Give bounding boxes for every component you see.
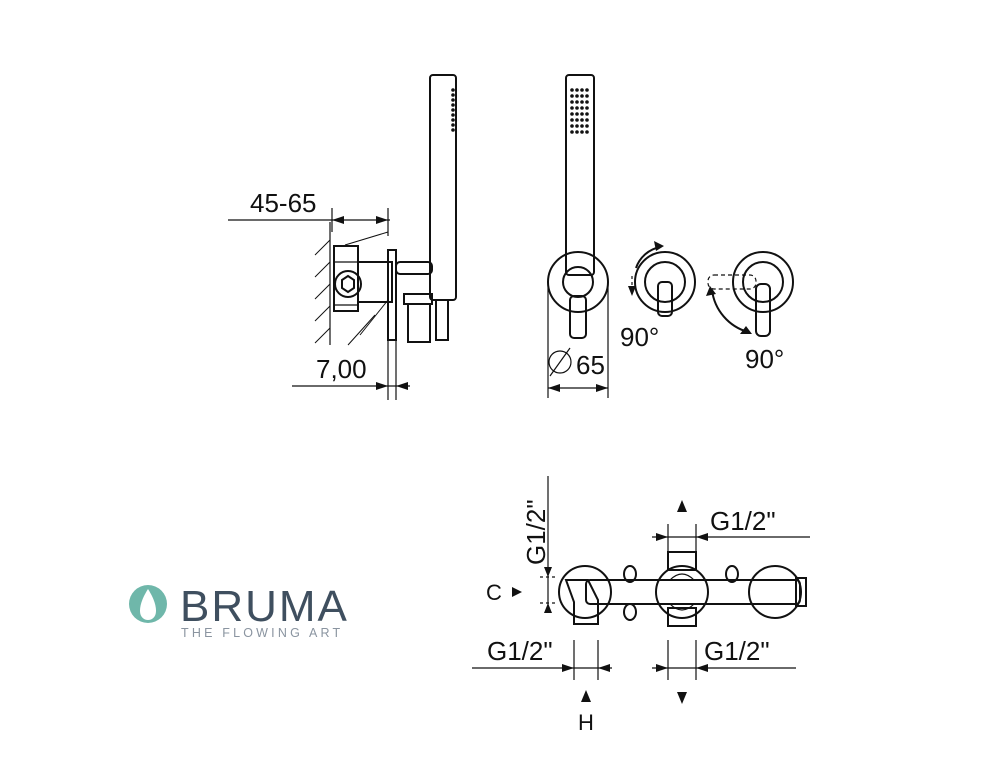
lever-right [755, 283, 771, 337]
body-circle [334, 270, 362, 298]
hand-shower-front [565, 74, 595, 276]
outlet-top [667, 551, 697, 571]
cold-arrow [512, 587, 522, 597]
rotation-plate-right [732, 251, 794, 313]
body-circle-left [558, 565, 612, 619]
bottom-left-thread-dimension: G1/2" H [472, 636, 612, 735]
left-rotation-label: 90° [620, 322, 659, 352]
side-view: 45-65 7,00 [228, 74, 457, 400]
rotation-plate-left [634, 251, 696, 313]
top-right-thread-label: G1/2" [710, 506, 776, 536]
bottom-left-thread-label: G1/2" [487, 636, 553, 666]
wall-hatching [314, 222, 389, 346]
diameter-label: 65 [576, 350, 605, 380]
bottom-right-thread-dimension: G1/2" [652, 636, 796, 704]
cartridge [357, 261, 393, 303]
rotation-knob-right [742, 261, 784, 303]
hot-arrow [581, 690, 591, 702]
rotation-view-left: 90° [620, 241, 696, 352]
brand-name: BRUMA [180, 582, 349, 631]
spray-nozzles-side [451, 88, 455, 132]
mount-ear-3 [623, 603, 637, 621]
hex-nut [341, 274, 355, 294]
holder-knob [562, 266, 594, 298]
lever-dashed-position [707, 274, 757, 290]
hot-label: H [578, 710, 594, 735]
body-bar [585, 579, 801, 605]
hose-connector [407, 303, 431, 343]
right-rotation-label: 90° [745, 344, 784, 374]
front-view: 65 [547, 74, 609, 398]
diameter-symbol [548, 350, 572, 374]
mount-ear-2 [725, 565, 739, 583]
top-right-thread-dimension: G1/2" [652, 500, 810, 552]
rotation-view-right: 90° [706, 251, 794, 374]
bottom-right-thread-label: G1/2" [704, 636, 770, 666]
dimension-45-65: 45-65 [228, 188, 390, 236]
front-plate [547, 251, 609, 313]
drop-icon [140, 589, 156, 620]
lever-left [657, 281, 673, 317]
cold-label: C [486, 580, 502, 605]
mount-ear-1 [623, 565, 637, 583]
outlet-bottom [667, 607, 697, 627]
body-circle-middle [655, 565, 709, 619]
wall-plate [387, 249, 397, 341]
top-arrow [677, 500, 687, 512]
vertical-thread-label: G1/2" [521, 499, 551, 565]
brand-tagline: THE FLOWING ART [181, 626, 343, 640]
lever-side [435, 299, 449, 341]
wall-depth-label: 45-65 [250, 188, 317, 218]
vertical-thread-dimension: G1/2" [521, 476, 556, 613]
spray-nozzles-front [570, 88, 589, 134]
body-circle-right [748, 565, 802, 619]
brand-logo: BRUMA THE FLOWING ART [129, 582, 349, 640]
holder-arm [395, 261, 433, 275]
rotation-knob-left [644, 261, 686, 303]
inlet-left [564, 579, 599, 625]
rotation-arc-right [711, 289, 749, 333]
plate-thickness-label: 7,00 [316, 354, 367, 384]
body-end-cap [795, 577, 807, 607]
lever-front [569, 295, 587, 339]
bottom-arrow [677, 692, 687, 704]
dimension-7-00: 7,00 [292, 340, 410, 400]
outlet-elbow [403, 293, 433, 305]
dimension-diameter: 65 [547, 282, 609, 398]
body-view: G1/2" C G1/2" [472, 476, 810, 735]
